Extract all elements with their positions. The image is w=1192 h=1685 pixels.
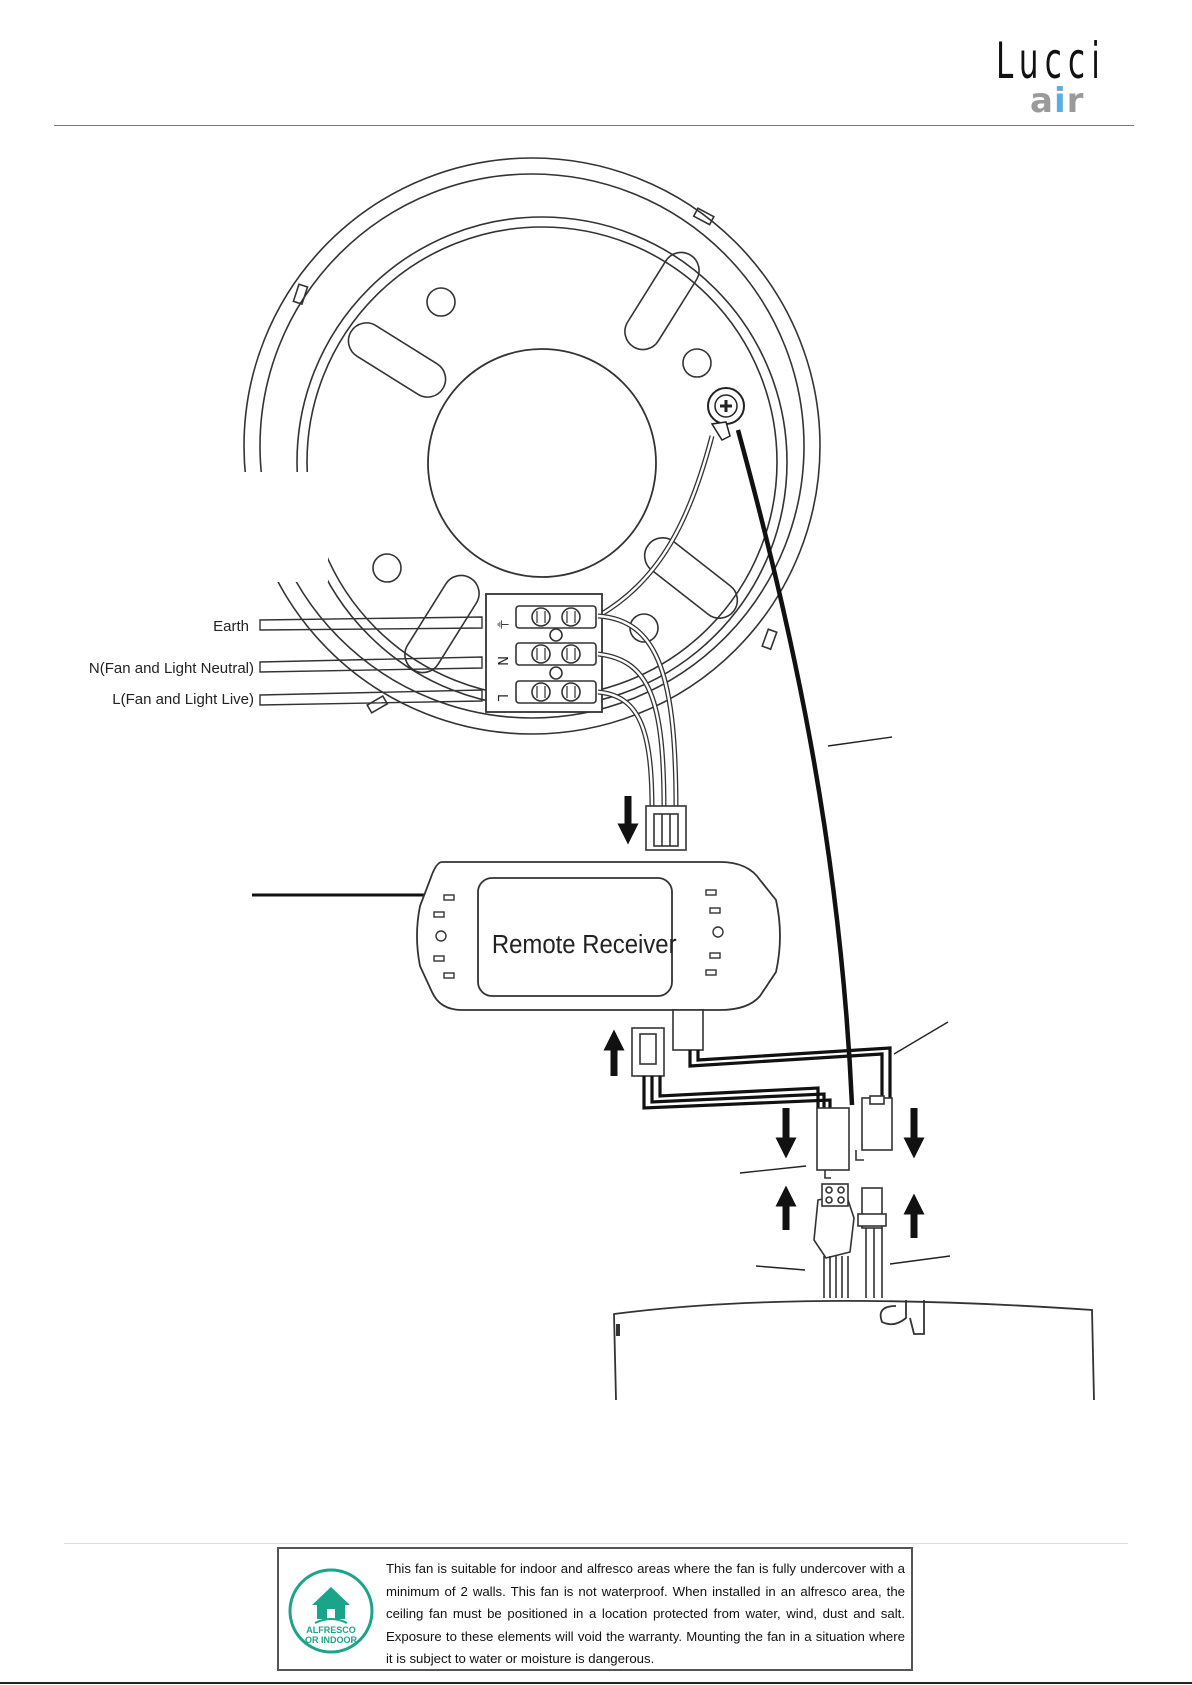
motor-housing	[613, 1300, 1095, 1401]
logo-sub-a: a	[1030, 81, 1054, 121]
earth-screw-icon	[707, 387, 745, 441]
header-divider	[54, 125, 1134, 126]
badge-line-2: OR INDOOR	[305, 1635, 358, 1645]
fan-connector-upper	[816, 1095, 893, 1179]
logo-wordmark: Lucci	[996, 32, 1107, 90]
remote-receiver: Remote Receiver	[252, 861, 781, 1011]
supply-wires: Earth N(Fan and Light Neutral) L(Fan and…	[89, 616, 483, 708]
alfresco-badge: ALFRESCO OR INDOOR	[288, 1568, 374, 1654]
receiver-label: Remote Receiver	[492, 930, 677, 959]
fan-connector-lower	[813, 1183, 887, 1259]
receiver-output-socket	[631, 1009, 704, 1077]
receiver-output-harness	[642, 1046, 892, 1110]
logo-sub-i: i	[1053, 81, 1067, 121]
terminal-earth-mark: ⏚	[494, 618, 509, 631]
neutral-wire-label: N(Fan and Light Neutral)	[89, 660, 254, 677]
terminal-neutral-mark: N	[494, 656, 509, 666]
wiring-diagram: Earth N(Fan and Light Neutral) L(Fan and…	[89, 157, 1095, 1401]
earth-wire-label: Earth	[213, 618, 249, 635]
terminal-block: ⏚ N L	[485, 593, 603, 713]
leader-lines	[739, 736, 951, 1271]
notice-text: This fan is suitable for indoor and alfr…	[386, 1561, 905, 1667]
logo-sub-r: r	[1066, 81, 1085, 121]
terminal-live-mark: L	[494, 694, 509, 702]
page-bottom-rule	[0, 1682, 1192, 1684]
brand-logo: Lucci air	[996, 36, 1116, 122]
house-icon	[312, 1587, 350, 1619]
receiver-input-plug	[645, 805, 687, 851]
live-wire-label: L(Fan and Light Live)	[112, 691, 254, 708]
logo-subbrand: air	[1030, 84, 1084, 118]
earth-black-lead	[735, 429, 855, 1106]
receiver-input-leads	[597, 613, 679, 811]
bracket-cutout	[230, 472, 328, 582]
alfresco-notice: ALFRESCO OR INDOOR This fan is suitable …	[277, 1547, 913, 1671]
footer-divider	[64, 1543, 1128, 1544]
motor-lead-wires	[823, 1228, 883, 1298]
badge-line-1: ALFRESCO	[306, 1625, 356, 1635]
